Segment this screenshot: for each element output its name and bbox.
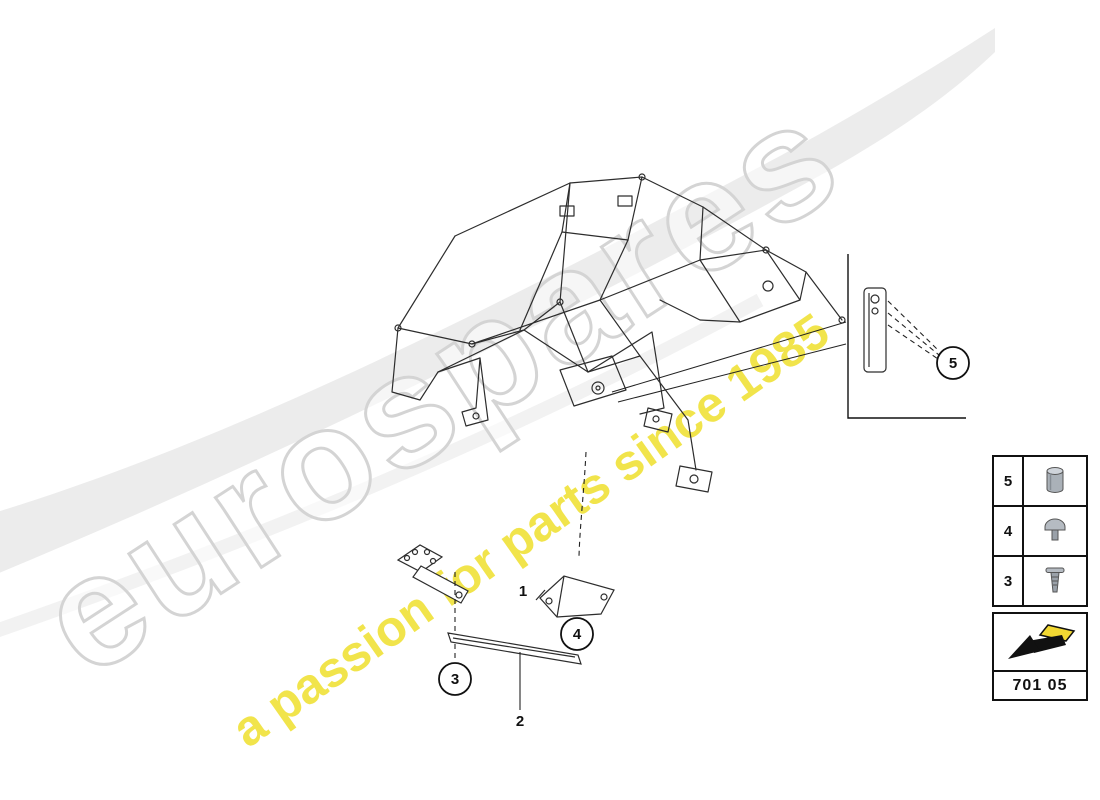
round-head-screw-icon [1024,507,1086,555]
legend-number: 3 [994,557,1024,605]
swoosh-echo [0,293,764,637]
svg-text:5: 5 [949,355,957,372]
part-number-box[interactable]: 701 05 [992,612,1088,701]
callout-circle-3[interactable]: 3 [438,662,472,696]
legend-row-3[interactable]: 3 [994,557,1086,605]
callout-circle-5[interactable]: 5 [936,346,970,380]
callout-circle-4[interactable]: 4 [560,617,594,651]
legend-number: 5 [994,457,1024,505]
strip-part-2 [447,632,582,665]
leader-dashed-1 [578,451,587,557]
bracket-part-1 [535,575,615,618]
leader-dashed-5 [887,300,942,362]
bushing-icon [1024,457,1086,505]
svg-text:4: 4 [573,626,582,643]
rivet-icon [1024,557,1086,605]
bracket-part-5 [863,287,887,373]
bracket-part-left [396,544,469,604]
label-part-2[interactable]: 2 [516,713,524,730]
legend-number: 4 [994,507,1024,555]
legend-row-5[interactable]: 5 [994,457,1086,507]
svg-text:3: 3 [451,671,459,688]
part-group-code: 701 05 [1012,676,1068,694]
legend-row-4[interactable]: 4 [994,507,1086,557]
rear-frame-drawing [391,173,846,493]
detail-bracket-line [847,254,966,419]
fastener-legend: 5 4 3 [992,455,1088,607]
corner-arrow-icon [994,614,1086,672]
label-part-1[interactable]: 1 [519,583,527,600]
pointer-lines [611,321,847,403]
swoosh-band [0,28,995,573]
